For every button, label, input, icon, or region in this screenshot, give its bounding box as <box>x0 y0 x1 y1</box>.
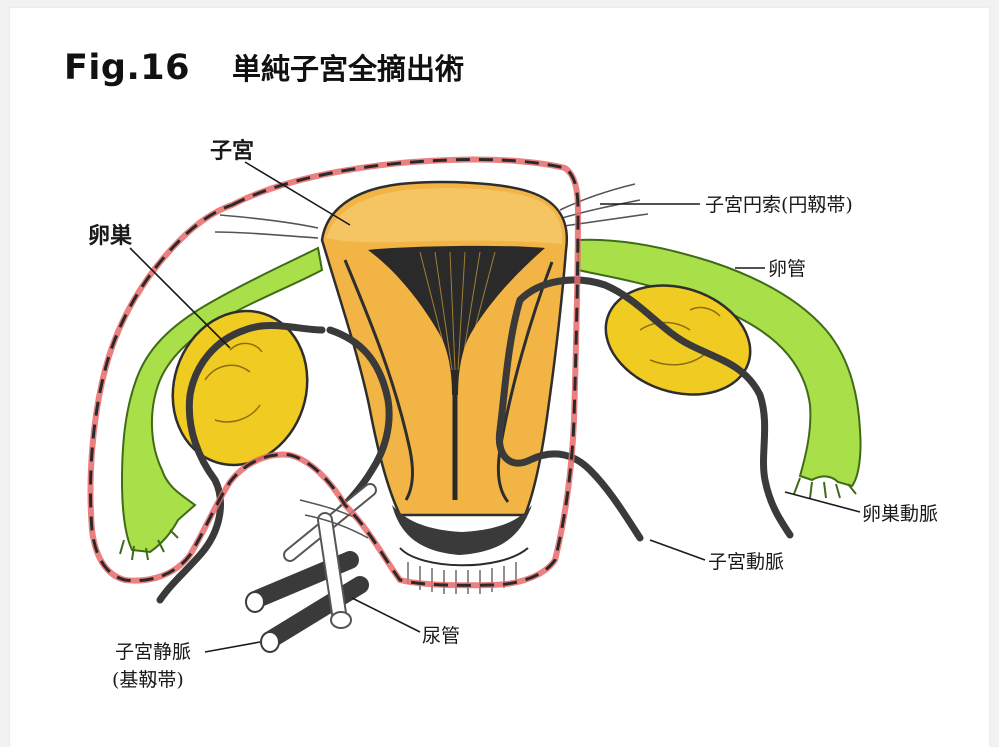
leader-uterine-vein <box>205 642 260 652</box>
label-cardinal-ligament: (基靱帯) <box>112 669 184 691</box>
label-uterus: 子宮 <box>210 138 254 164</box>
leader-ovarian-artery <box>785 492 860 512</box>
label-fallopian-tube: 卵管 <box>768 258 806 280</box>
label-ovarian-artery: 卵巣動脈 <box>862 503 938 525</box>
label-ovary: 卵巣 <box>88 223 133 249</box>
leader-uterine-artery <box>650 540 705 560</box>
label-round-ligament: 子宮円索(円靱帯) <box>705 194 853 216</box>
label-uterine-vein: 子宮静脈 <box>115 641 191 663</box>
label-uterine-artery: 子宮動脈 <box>708 551 784 573</box>
left-ovary <box>153 293 327 482</box>
label-ureter: 尿管 <box>422 625 460 647</box>
leader-ureter <box>352 598 420 632</box>
